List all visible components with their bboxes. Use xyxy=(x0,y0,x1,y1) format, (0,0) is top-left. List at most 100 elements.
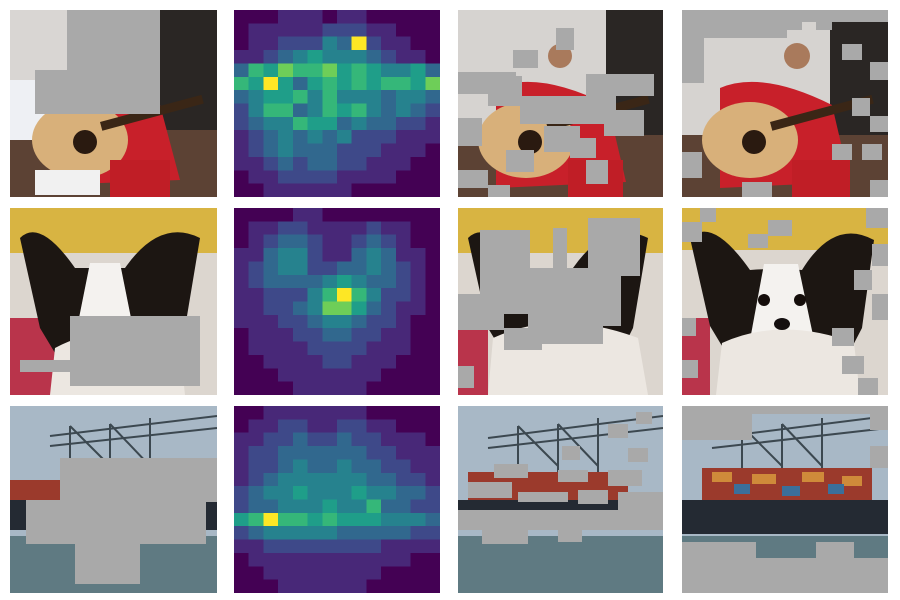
heatmap-cell xyxy=(278,472,294,487)
heatmap-cell xyxy=(307,539,323,554)
heatmap-cell xyxy=(337,486,353,500)
heatmap-cell xyxy=(322,116,338,131)
heatmap-cell xyxy=(351,381,367,395)
heatmap-cell xyxy=(278,63,294,78)
heatmap-cell xyxy=(322,208,338,222)
heatmap-cell xyxy=(425,499,440,514)
heatmap-cell xyxy=(263,183,279,197)
ship-photo-mask-b xyxy=(458,406,663,593)
heatmap-cell xyxy=(425,419,440,433)
heatmap-cell xyxy=(322,446,338,460)
heatmap-cell xyxy=(410,234,426,249)
heatmap-cell xyxy=(381,116,397,131)
heatmap-cell xyxy=(366,274,382,289)
heatmap-cell xyxy=(337,288,353,302)
heatmap-cell xyxy=(381,499,397,514)
heatmap-cell xyxy=(322,512,338,527)
heatmap-cell xyxy=(263,552,279,567)
heatmap-cell xyxy=(292,288,308,302)
dog-photo-mask-a xyxy=(10,208,217,395)
heatmap-cell xyxy=(381,130,397,144)
heatmap-cell xyxy=(278,116,294,131)
heatmap-cell xyxy=(292,10,308,24)
heatmap-cell xyxy=(322,143,338,158)
heatmap-cell xyxy=(292,23,308,37)
heatmap-cell xyxy=(425,36,440,51)
heatmap-cell xyxy=(351,143,367,158)
heatmap-cell xyxy=(307,261,323,276)
heatmap-cell xyxy=(263,248,279,262)
heatmap-cell xyxy=(366,50,382,64)
heatmap-cell xyxy=(395,328,411,342)
heatmap-cell xyxy=(263,208,279,222)
heatmap-cell xyxy=(381,261,397,276)
heatmap-cell xyxy=(292,341,308,356)
heatmap-cell xyxy=(337,552,353,567)
heatmap-cell xyxy=(366,406,382,420)
heatmap-cell xyxy=(322,526,338,540)
heatmap-cell xyxy=(307,314,323,329)
heatmap-cell xyxy=(278,130,294,144)
heatmap-cell xyxy=(381,103,397,118)
heatmap-cell xyxy=(395,539,411,554)
heatmap-cell xyxy=(234,288,250,302)
heatmap-cell xyxy=(278,459,294,474)
heatmap-cell xyxy=(410,143,426,158)
heatmap-cell xyxy=(425,579,440,593)
heatmap-cell xyxy=(292,539,308,554)
heatmap-cell xyxy=(366,328,382,342)
heatmap-cell xyxy=(337,183,353,197)
heatmap-cell xyxy=(425,261,440,276)
heatmap-cell xyxy=(234,368,250,382)
heatmap-cell xyxy=(307,130,323,144)
heatmap-cell xyxy=(351,76,367,91)
dog-photo-mask-b xyxy=(458,208,663,395)
heatmap-cell xyxy=(395,103,411,118)
heatmap-cell xyxy=(381,368,397,382)
heatmap-cell xyxy=(278,579,294,593)
guitarist-attention-heatmap xyxy=(234,10,440,197)
heatmap-cell xyxy=(248,314,264,329)
heatmap-cell xyxy=(263,156,279,171)
heatmap-cell xyxy=(395,10,411,24)
heatmap-cell xyxy=(410,499,426,514)
heatmap-cell xyxy=(263,512,279,527)
heatmap-cell xyxy=(425,234,440,249)
heatmap-cell xyxy=(292,50,308,64)
heatmap-cell xyxy=(248,406,264,420)
heatmap-cell xyxy=(322,499,338,514)
heatmap-cell xyxy=(351,406,367,420)
heatmap-cell xyxy=(381,566,397,580)
heatmap-cell xyxy=(263,301,279,316)
heatmap-cell xyxy=(263,354,279,369)
heatmap-cell xyxy=(248,143,264,158)
heatmap-cell xyxy=(234,116,250,131)
heatmap-cell xyxy=(410,381,426,395)
heatmap-cell xyxy=(292,301,308,316)
heatmap-cell xyxy=(337,446,353,460)
heatmap-cell xyxy=(234,499,250,514)
heatmap-cell xyxy=(263,288,279,302)
heatmap-cell xyxy=(307,301,323,316)
heatmap-cell xyxy=(278,499,294,514)
heatmap-cell xyxy=(248,486,264,500)
heatmap-cell xyxy=(351,288,367,302)
heatmap-cell xyxy=(278,341,294,356)
heatmap-cell xyxy=(292,248,308,262)
heatmap-cell xyxy=(425,103,440,118)
heatmap-cell xyxy=(278,486,294,500)
heatmap-cell xyxy=(366,23,382,37)
heatmap-cell xyxy=(278,368,294,382)
heatmap-cell xyxy=(366,221,382,235)
heatmap-cell xyxy=(234,10,250,24)
heatmap-cell xyxy=(263,472,279,487)
heatmap-cell xyxy=(278,234,294,249)
heatmap-cell xyxy=(395,156,411,171)
heatmap-cell xyxy=(263,579,279,593)
heatmap-cell xyxy=(366,314,382,329)
heatmap-cell xyxy=(263,23,279,37)
heatmap-cell xyxy=(351,50,367,64)
heatmap-cell xyxy=(425,10,440,24)
heatmap-cell xyxy=(248,261,264,276)
heatmap-cell xyxy=(292,90,308,104)
